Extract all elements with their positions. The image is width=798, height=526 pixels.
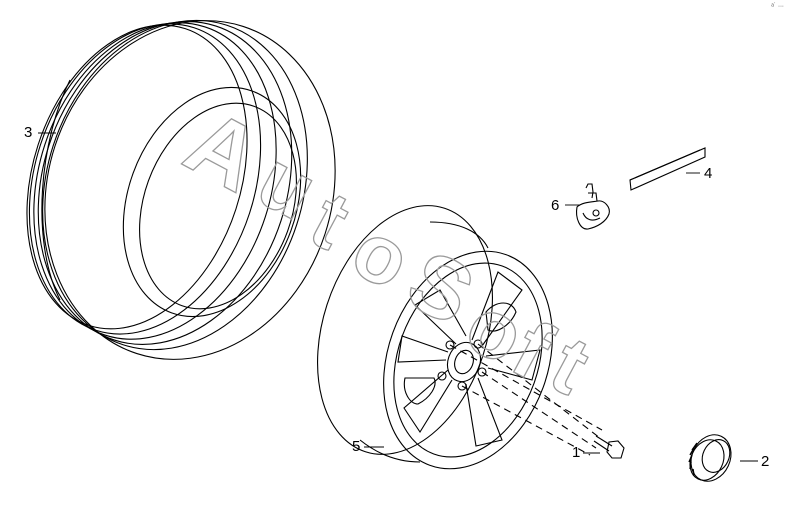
balance-weight-part	[629, 147, 706, 191]
callout-1: 1	[572, 444, 581, 461]
tire-part	[26, 19, 336, 360]
leader-lines	[38, 132, 758, 462]
callout-6: 6	[551, 197, 560, 214]
wheel-bolt-part	[593, 435, 625, 459]
tpms-sensor-part	[576, 183, 610, 230]
alloy-wheel-part	[317, 205, 553, 470]
corner-mark: ᵃ˙ ∙∙∙	[771, 3, 784, 10]
callout-5: 5	[352, 438, 361, 455]
callout-2: 2	[761, 453, 770, 470]
callout-4: 4	[704, 165, 713, 182]
callout-3: 3	[24, 124, 33, 141]
assembly-lines	[449, 343, 603, 456]
center-cap-part	[688, 434, 732, 482]
